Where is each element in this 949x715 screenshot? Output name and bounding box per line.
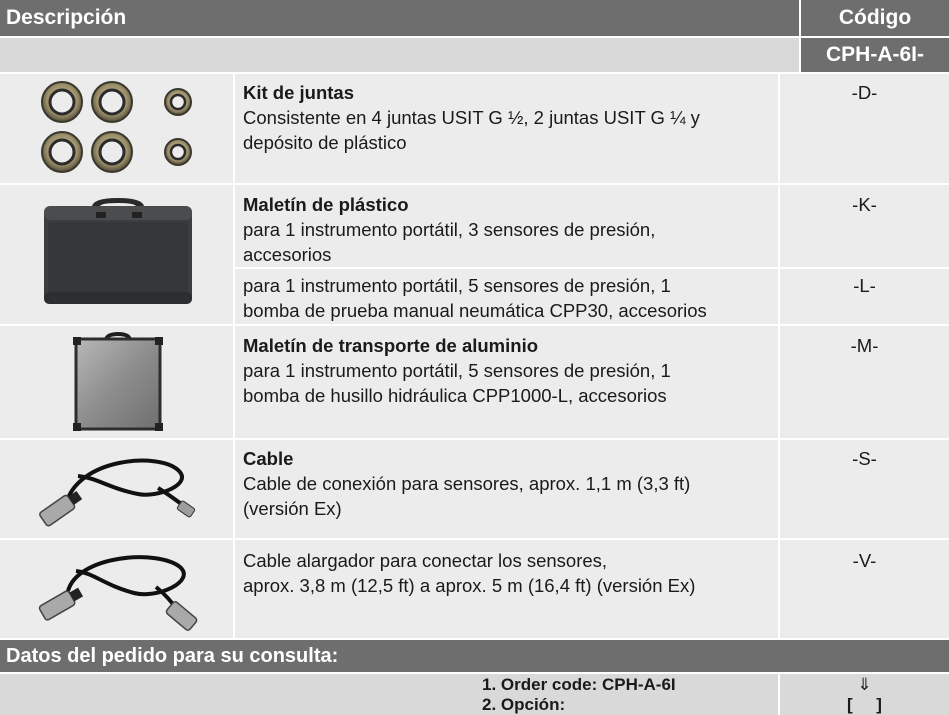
row-6-line-1: Cable alargador para conectar los sensor… [243,550,608,571]
desc-cell-4 [235,326,778,438]
row-4-line-1: para 1 instrumento portátil, 5 sensores … [243,360,671,381]
desc-cell-5 [235,440,778,538]
row-3-code: -L- [853,275,876,296]
desc-cell-1 [235,74,778,183]
header-divider [799,0,801,72]
aluminium-case-image [70,331,166,433]
row-1-description: Kit de juntas Consistente en 4 juntas US… [243,80,773,155]
code-cell-3 [780,269,949,324]
cable-image [38,448,200,532]
plastic-case-image [40,196,196,308]
row-4-code: -M- [850,335,879,356]
row-1-code: -D- [851,82,878,103]
row-2-description: Maletín de plástico para 1 instrumento p… [243,192,773,267]
order-left-cell [0,674,778,715]
row-6-description: Cable alargador para conectar los sensor… [243,548,773,598]
row-2-title: Maletín de plástico [243,194,409,215]
subheader-row [0,38,799,72]
header-row [0,0,949,36]
row-4-line-2: bomba de husillo hidráulica CPP1000-L, a… [243,385,667,406]
header-description: Descripción [6,5,127,31]
order-line-1: 1. Order code: CPH-A-6I [482,675,676,694]
code-cell-6 [780,540,949,638]
option-bracket: [ ] [847,695,882,714]
row-6-code: -V- [852,550,877,571]
row-1-line-1: Consistente en 4 juntas USIT G ½, 2 junt… [243,107,700,128]
row-5-title: Cable [243,448,294,469]
row-3-line-1: para 1 instrumento portátil, 5 sensores … [243,275,671,296]
row-5-description: Cable Cable de conexión para sensores, a… [243,446,773,521]
row-2-code: -K- [852,194,877,215]
arrow-down-icon: ⇓ [857,675,872,694]
code-prefix: CPH-A-6I- [801,42,949,68]
row-4-title: Maletín de transporte de aluminio [243,335,539,356]
order-line-2: 2. Opción: [482,695,566,714]
row-2-line-1: para 1 instrumento portátil, 3 sensores … [243,219,656,240]
row-5-code: -S- [852,448,877,469]
row-1-line-2: depósito de plástico [243,132,407,153]
desc-cell-3 [235,269,778,324]
code-cell-4 [780,326,949,438]
row-3-line-2: bomba de prueba manual neumática CPP30, … [243,300,707,321]
row-5-line-1: Cable de conexión para sensores, aprox. … [243,473,691,494]
header-code: Código [801,5,949,31]
row-6-line-2: aprox. 3,8 m (12,5 ft) a aprox. 5 m (16,… [243,575,696,596]
row-4-description: Maletín de transporte de aluminio para 1… [243,333,773,408]
desc-cell-6 [235,540,778,638]
code-cell-5 [780,440,949,538]
desc-cell-2 [235,185,778,267]
row-5-line-2: (versión Ex) [243,498,342,519]
order-heading: Datos del pedido para su consulta: [6,644,339,668]
row-1-title: Kit de juntas [243,82,355,103]
row-3-description: para 1 instrumento portátil, 5 sensores … [243,273,773,323]
order-right-cell [780,674,949,715]
code-cell-1 [780,74,949,183]
sealing-rings-image [40,80,200,176]
code-cell-2 [780,185,949,267]
row-2-line-2: accesorios [243,244,332,265]
extension-cable-image [38,547,202,633]
